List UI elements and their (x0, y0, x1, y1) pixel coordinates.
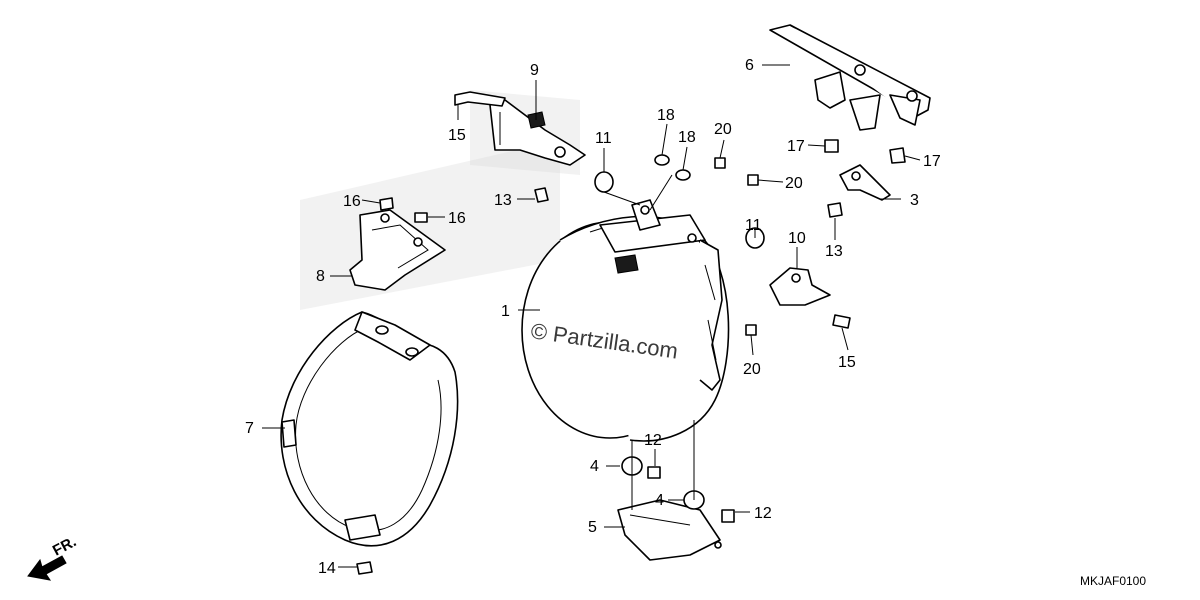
callout-18b: 18 (678, 129, 696, 146)
bracket-part-8 (349, 209, 446, 291)
callout-10: 10 (788, 230, 806, 247)
front-direction-indicator: FR. (27, 533, 79, 581)
callout-15b: 15 (838, 354, 856, 371)
callout-11b: 11 (745, 217, 762, 234)
callout-16b: 16 (448, 210, 466, 227)
front-direction-label: FR. (50, 533, 79, 559)
callout-20c: 20 (743, 361, 761, 378)
callout-15a: 15 (448, 127, 466, 144)
callout-9: 9 (530, 62, 539, 79)
callout-labels: 1 3 4 4 5 6 7 8 9 10 11 11 12 12 13 13 1… (245, 57, 941, 577)
lower-bracket-part-5 (617, 499, 722, 561)
diagram-code: MKJAF0100 (1080, 574, 1146, 588)
callout-16a: 16 (343, 193, 361, 210)
callout-4a: 4 (590, 458, 599, 475)
callout-3: 3 (910, 192, 919, 209)
headlight-case-part-7 (280, 311, 459, 547)
callout-17a: 17 (787, 138, 805, 155)
callout-13b: 13 (825, 243, 843, 260)
callout-12b: 12 (754, 505, 772, 522)
callout-13a: 13 (494, 192, 512, 209)
callout-14: 14 (318, 560, 336, 577)
callout-6: 6 (745, 57, 754, 74)
callout-20b: 20 (785, 175, 803, 192)
callout-4b: 4 (655, 492, 664, 509)
headlight-unit-part-1 (521, 199, 730, 442)
callout-7: 7 (245, 420, 254, 437)
upper-bracket-part-6 (769, 24, 931, 131)
callout-11a: 11 (595, 130, 612, 147)
small-bracket-part-3 (839, 164, 891, 201)
callout-20a: 20 (714, 121, 732, 138)
callout-1: 1 (501, 303, 510, 320)
stay-part-10 (769, 267, 831, 306)
callout-5: 5 (588, 519, 597, 536)
stay-part-9 (489, 99, 586, 166)
callout-17b: 17 (923, 153, 941, 170)
leader-lines (262, 64, 921, 568)
callout-12a: 12 (644, 432, 662, 449)
front-arrow-icon (27, 555, 67, 581)
callout-18a: 18 (657, 107, 675, 124)
callout-8: 8 (316, 268, 325, 285)
